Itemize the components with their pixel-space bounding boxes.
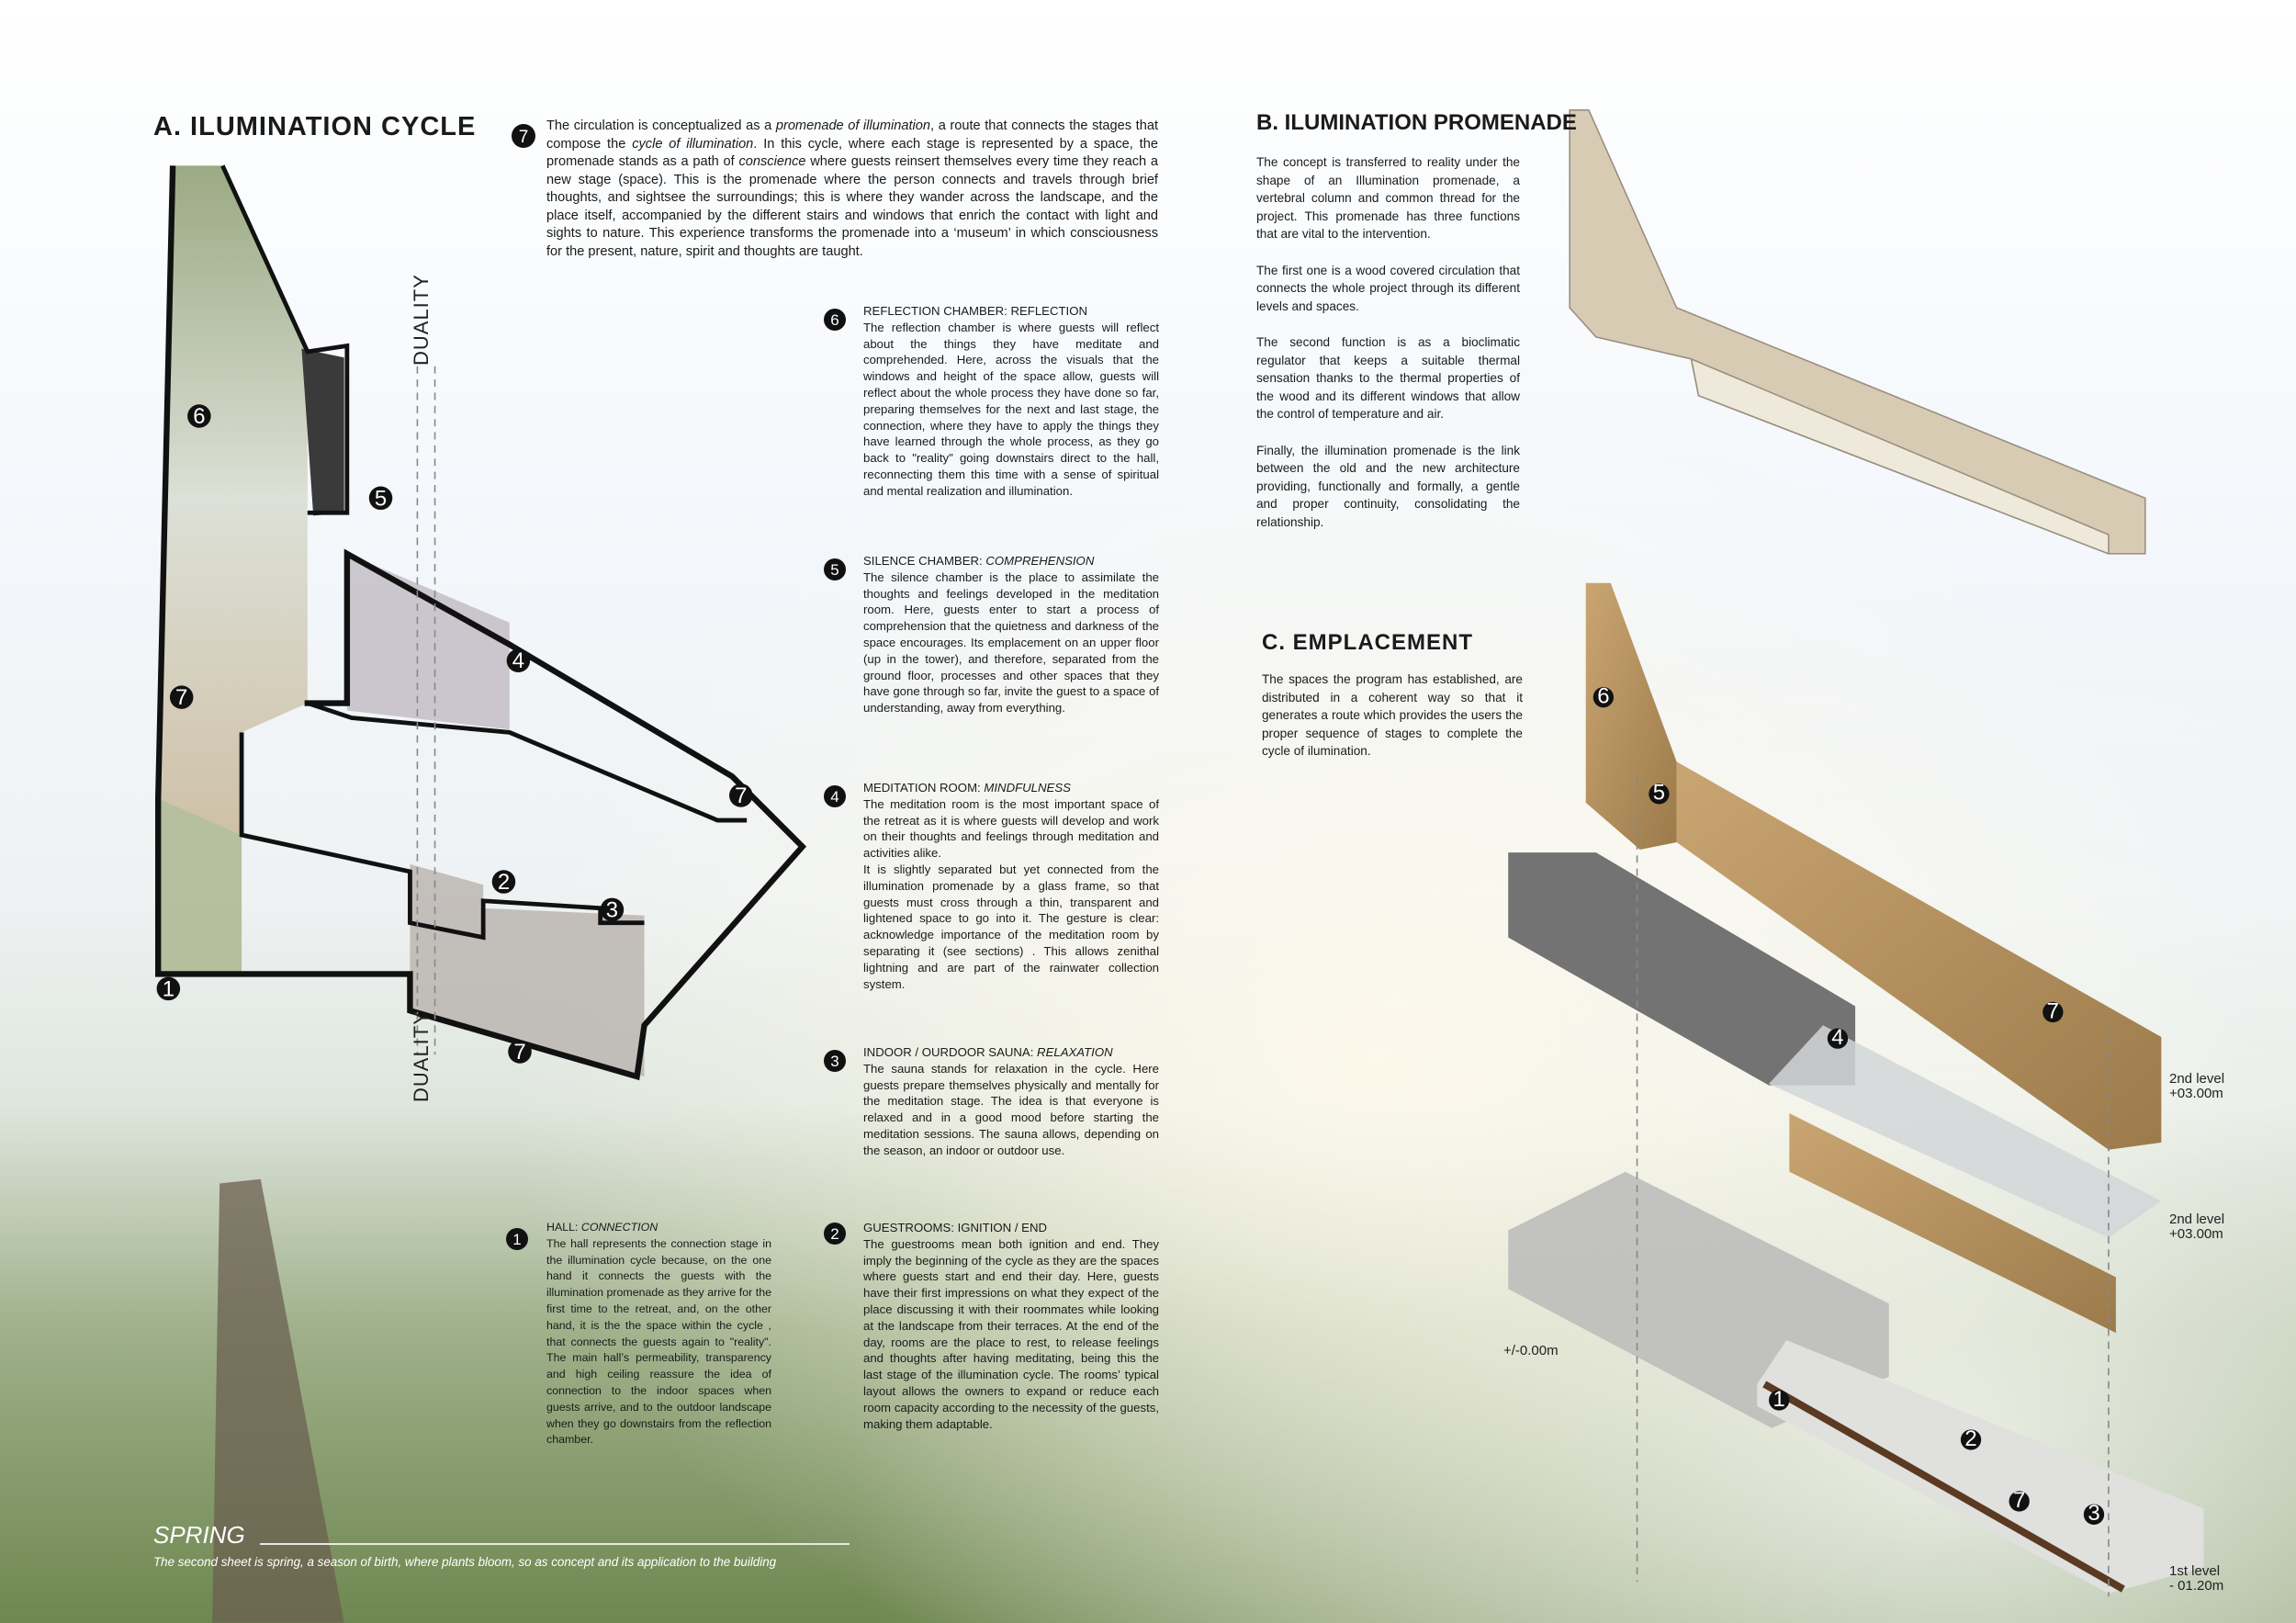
paragraph: The second function is as a bioclimatic … xyxy=(1256,335,1520,421)
stage-body: The meditation room is the most importan… xyxy=(863,796,1159,861)
stage-text: GUESTROOMS: IGNITION / END The guestroom… xyxy=(863,1220,1159,1432)
marker-a-2: 2 xyxy=(491,870,516,895)
section-c-title: C. EMPLACEMENT xyxy=(1262,630,1473,655)
svg-text:4: 4 xyxy=(512,648,524,673)
season-caption: The second sheet is spring, a season of … xyxy=(153,1555,777,1569)
stage-body: The silence chamber is the place to assi… xyxy=(863,569,1159,716)
svg-text:7: 7 xyxy=(735,783,747,808)
svg-text:2: 2 xyxy=(1964,1426,1976,1451)
stage-body: The guestrooms mean both ignition and en… xyxy=(863,1236,1159,1431)
marker-a-7: 7 xyxy=(169,685,194,710)
svg-text:4: 4 xyxy=(1831,1025,1843,1050)
intro-text: . In this cycle, where each stage is rep… xyxy=(546,136,1158,170)
marker-a-5: 5 xyxy=(368,486,393,511)
marker-a-6: 6 xyxy=(187,404,211,429)
marker-c-2: 2 xyxy=(1960,1426,1982,1451)
stage-marker: 1 xyxy=(506,1228,528,1250)
marker-c-3: 3 xyxy=(2083,1501,2105,1526)
marker-c-7: 7 xyxy=(2043,998,2064,1023)
marker-a-7: 7 xyxy=(729,783,753,808)
section-b-text: The concept is transferred to reality un… xyxy=(1256,153,1520,549)
section-c-text: The spaces the program has established, … xyxy=(1262,672,1523,758)
svg-text:7: 7 xyxy=(513,1040,525,1065)
svg-text:5: 5 xyxy=(1653,781,1665,806)
intro-italic: conscience xyxy=(738,154,806,169)
svg-text:2: 2 xyxy=(498,870,510,895)
marker-c-7: 7 xyxy=(2009,1488,2030,1513)
intro-marker-7: 7 xyxy=(512,124,535,148)
marker-c-5: 5 xyxy=(1649,781,1670,806)
section-b-title: B. ILUMINATION PROMENADE xyxy=(1256,110,1577,135)
section-a-title: A. ILUMINATION CYCLE xyxy=(153,112,477,141)
intro-italic: cycle of illumination xyxy=(632,136,754,152)
stage-title: INDOOR / OURDOOR SAUNA: RELAXATION xyxy=(863,1045,1113,1059)
stage-title: SILENCE CHAMBER: COMPREHENSION xyxy=(863,554,1095,568)
stage-body: The hall represents the connection stage… xyxy=(546,1236,771,1447)
svg-text:7: 7 xyxy=(2013,1488,2025,1513)
level-label: 1st level- 01.20m xyxy=(2169,1563,2224,1594)
intro-text: , a route that connects the stages that … xyxy=(546,118,1159,152)
level-label: 2nd level+03.00m xyxy=(2169,1071,2225,1101)
stage-title: REFLECTION CHAMBER: REFLECTION xyxy=(863,304,1087,318)
stage-marker: 6 xyxy=(824,309,846,331)
paragraph: The concept is transferred to reality un… xyxy=(1256,155,1520,241)
svg-text:6: 6 xyxy=(193,404,205,429)
paragraph: The first one is a wood covered circulat… xyxy=(1256,263,1520,313)
stage-body: The sauna stands for relaxation in the c… xyxy=(863,1061,1159,1157)
marker-a-1: 1 xyxy=(156,976,181,1001)
marker-a-4: 4 xyxy=(506,648,531,673)
svg-text:7: 7 xyxy=(2047,998,2059,1023)
svg-text:7: 7 xyxy=(175,685,187,710)
stage-marker: 5 xyxy=(824,558,846,580)
intro-text: where guests reinsert themselves every t… xyxy=(546,154,1158,259)
svg-text:5: 5 xyxy=(830,561,838,579)
svg-text:5: 5 xyxy=(375,486,387,511)
marker-c-1: 1 xyxy=(1769,1387,1790,1412)
stage-text: INDOOR / OURDOOR SAUNA: RELAXATION The s… xyxy=(863,1044,1159,1159)
stage-title: HALL: CONNECTION xyxy=(546,1221,658,1234)
stage-title: MEDITATION ROOM: MINDFULNESS xyxy=(863,781,1071,795)
marker-a-7: 7 xyxy=(508,1040,532,1065)
stage-text: HALL: CONNECTION The hall represents the… xyxy=(546,1220,771,1448)
stage-body: The reflection chamber is where guests w… xyxy=(863,320,1159,498)
intro-italic: promenade of illumination xyxy=(775,118,931,133)
paragraph: Finally, the illumination promenade is t… xyxy=(1256,443,1520,529)
intro-text: The circulation is conceptualized as a xyxy=(546,118,776,133)
illumination-cycle-diagram xyxy=(155,164,807,1081)
marker-a-3: 3 xyxy=(600,897,625,922)
stage-marker: 3 xyxy=(824,1050,846,1072)
stage-text: MEDITATION ROOM: MINDFULNESS The meditat… xyxy=(863,780,1159,992)
emplacement-exploded-axonometric xyxy=(1508,582,2204,1597)
stage-title: GUESTROOMS: IGNITION / END xyxy=(863,1221,1048,1234)
duality-label-top: DUALITY xyxy=(410,274,433,366)
svg-text:6: 6 xyxy=(830,311,838,329)
promenade-axonometric xyxy=(1569,108,2146,556)
stage-marker: 4 xyxy=(824,785,846,807)
svg-text:7: 7 xyxy=(519,128,529,147)
divider xyxy=(260,1543,850,1545)
circulation-intro-text: The circulation is conceptualized as a p… xyxy=(546,118,1158,261)
svg-text:1: 1 xyxy=(512,1231,521,1248)
svg-text:1: 1 xyxy=(163,976,174,1001)
marker-c-4: 4 xyxy=(1827,1025,1849,1050)
duality-label-bottom: DUALITY xyxy=(410,1010,433,1102)
marker-c-6: 6 xyxy=(1593,684,1615,709)
svg-text:3: 3 xyxy=(830,1053,838,1070)
svg-text:4: 4 xyxy=(830,788,838,806)
stage-text: SILENCE CHAMBER: COMPREHENSION The silen… xyxy=(863,553,1159,716)
svg-text:2: 2 xyxy=(830,1225,838,1243)
ground-level-label: +/-0.00m xyxy=(1503,1343,1559,1358)
svg-text:3: 3 xyxy=(606,897,618,922)
svg-text:6: 6 xyxy=(1597,684,1609,709)
stage-text: REFLECTION CHAMBER: REFLECTION The refle… xyxy=(863,303,1159,500)
stage-body: It is slightly separated but yet connect… xyxy=(863,862,1159,991)
season-title: SPRING xyxy=(153,1521,245,1549)
svg-text:1: 1 xyxy=(1773,1387,1785,1412)
stage-marker: 2 xyxy=(824,1223,846,1245)
tower-photo xyxy=(212,1178,344,1623)
svg-text:3: 3 xyxy=(2088,1501,2099,1526)
level-label: 2nd level+03.00m xyxy=(2169,1212,2225,1242)
